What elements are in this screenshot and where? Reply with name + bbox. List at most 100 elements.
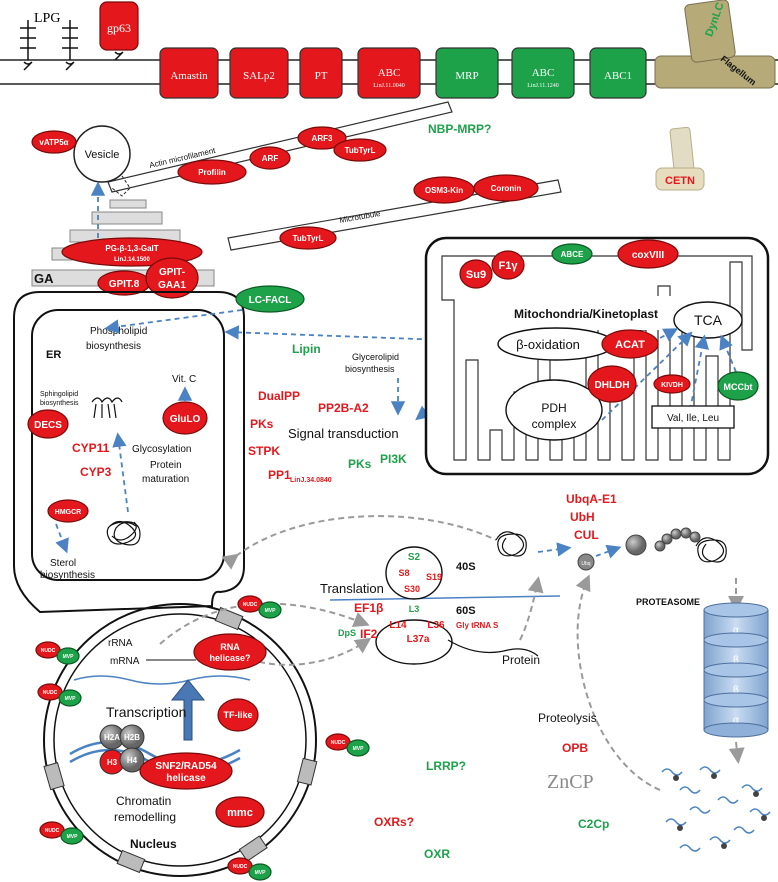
transporter-label-0: Amastin	[170, 70, 208, 82]
oxrs-label: OXRs?	[374, 815, 414, 829]
s19-label: S19	[426, 572, 442, 582]
ef1b-label: EF1β	[354, 601, 383, 615]
s30-label: S30	[404, 584, 420, 594]
c2cp-label: C2Cp	[578, 817, 609, 831]
glyco-1: Glycosylation	[132, 444, 191, 455]
mvp-label-2: MVP	[65, 696, 77, 702]
nucleus-title: Nucleus	[130, 837, 177, 851]
histone-label-H2B: H2B	[124, 733, 140, 742]
rna-helicase-protein	[193, 633, 267, 671]
kivdh-protein	[653, 374, 691, 394]
pks-green-label: PKs	[348, 457, 372, 471]
peptide-3	[717, 796, 739, 804]
transporter-id-3: LinJ.11.0040	[373, 83, 404, 89]
lpg-label: LPG	[34, 11, 60, 26]
nuclear-envelope-outer	[43, 603, 317, 877]
nuclear-pore-1	[296, 757, 318, 786]
stpk-label: STPK	[248, 444, 280, 458]
transporter-0	[159, 47, 219, 99]
peptide-4	[741, 784, 763, 792]
rna-helicase-2: helicase?	[209, 653, 250, 663]
snf2-2: helicase	[166, 773, 206, 784]
nuclear-envelope-inner	[53, 613, 307, 867]
tflike-label: TF-like	[223, 710, 252, 720]
mrna-label: mRNA	[110, 656, 140, 667]
vatp-label: vATP5α	[39, 138, 68, 147]
ubh-label: UbH	[570, 510, 595, 524]
nudc-label-4: NUDC	[45, 828, 60, 834]
s40-label: 40S	[456, 561, 476, 573]
mvp-0	[258, 601, 282, 619]
nudc-label-1: NUDC	[41, 648, 56, 654]
dynlc-protein	[684, 0, 736, 63]
chromatin-2: remodelling	[114, 810, 176, 824]
flagellum-body	[654, 55, 776, 89]
cyto-protein-label-5: Coronin	[491, 184, 522, 193]
snf2-1: SNF2/RAD54	[155, 761, 217, 772]
transporter-label-5: ABC	[532, 67, 555, 79]
s2-label: S2	[408, 552, 421, 563]
lcfacl-protein	[235, 285, 305, 313]
peptide-8	[709, 836, 731, 844]
lcfacl-label: LC-FACL	[249, 295, 292, 306]
gpit-label-1: GPIT-	[159, 267, 185, 278]
transporter-5	[511, 47, 575, 99]
aa-box	[651, 405, 735, 429]
mccbt-label: MCCbt	[724, 382, 753, 392]
dps-label: DpS	[338, 628, 356, 638]
glulo-label: GluLO	[170, 414, 201, 425]
glycerolipid-2: biosynthesis	[345, 364, 395, 374]
phospholipid-1: Phospholipid	[90, 326, 147, 337]
oxr-label: OXR	[424, 847, 450, 861]
er-protein-tangle	[106, 520, 141, 546]
gp63-label: gp63	[107, 21, 131, 35]
lpg-glycans	[20, 20, 78, 71]
aa-label: Val, Ile, Leu	[667, 413, 719, 424]
centrin-protein	[655, 167, 705, 191]
ribosome-40s	[385, 546, 443, 600]
er-compartment	[31, 309, 225, 581]
folded-protein-1	[495, 531, 527, 557]
er-label: ER	[46, 349, 61, 361]
proteasome-label: PROTEASOME	[636, 597, 700, 607]
mvp-3	[346, 739, 370, 757]
cyto-protein-label-3: TubTyrL	[345, 146, 376, 155]
lipin-label: Lipin	[292, 342, 321, 356]
peptide-10	[749, 808, 771, 816]
mvp-1	[56, 647, 80, 665]
ga-label: GA	[34, 271, 54, 286]
rna-helicase-1: RNA	[220, 642, 240, 652]
mvp-5	[248, 863, 272, 881]
pg-galt-id: LinJ.14.1500	[114, 257, 150, 263]
tca-label: TCA	[694, 312, 723, 328]
coxviii-label: coxVIII	[632, 250, 664, 261]
peptide-fragments	[661, 766, 771, 852]
proteasome-ring-label-2: β	[733, 685, 739, 696]
mvp-label-0: MVP	[265, 608, 277, 614]
ubq-free	[577, 553, 595, 571]
mvp-label-1: MVP	[63, 654, 75, 660]
proteasome-ring-label-3: α	[733, 715, 740, 726]
glycerolipid-1: Glycerolipid	[352, 352, 399, 362]
gpit8-label: GPIT.8	[109, 279, 140, 290]
transporter-id-5: LinJ.11.1240	[527, 83, 558, 89]
l3-label: L3	[409, 604, 420, 614]
cell-outline	[13, 291, 245, 614]
hmgcr-label: HMGCR	[55, 509, 81, 516]
proteasome-ring-label-1: β	[733, 655, 739, 666]
lrrp-label: LRRP?	[426, 759, 466, 773]
nudc-mvp-pairs: NUDCMVPNUDCMVPNUDCMVPNUDCMVPNUDCMVPNUDCM…	[35, 595, 370, 881]
histone-label-H4: H4	[127, 756, 138, 765]
peptide-0	[661, 768, 683, 776]
transporter-4	[435, 47, 499, 99]
nuclear-pore-0	[214, 606, 244, 631]
cyto-protein-label-0: Profilin	[198, 168, 226, 177]
l36-label: L36	[427, 620, 445, 631]
transcription-label: Transcription	[106, 704, 186, 720]
glulo-protein	[162, 401, 208, 435]
cyto-protein-2	[297, 126, 347, 150]
peptide-6	[665, 818, 687, 826]
